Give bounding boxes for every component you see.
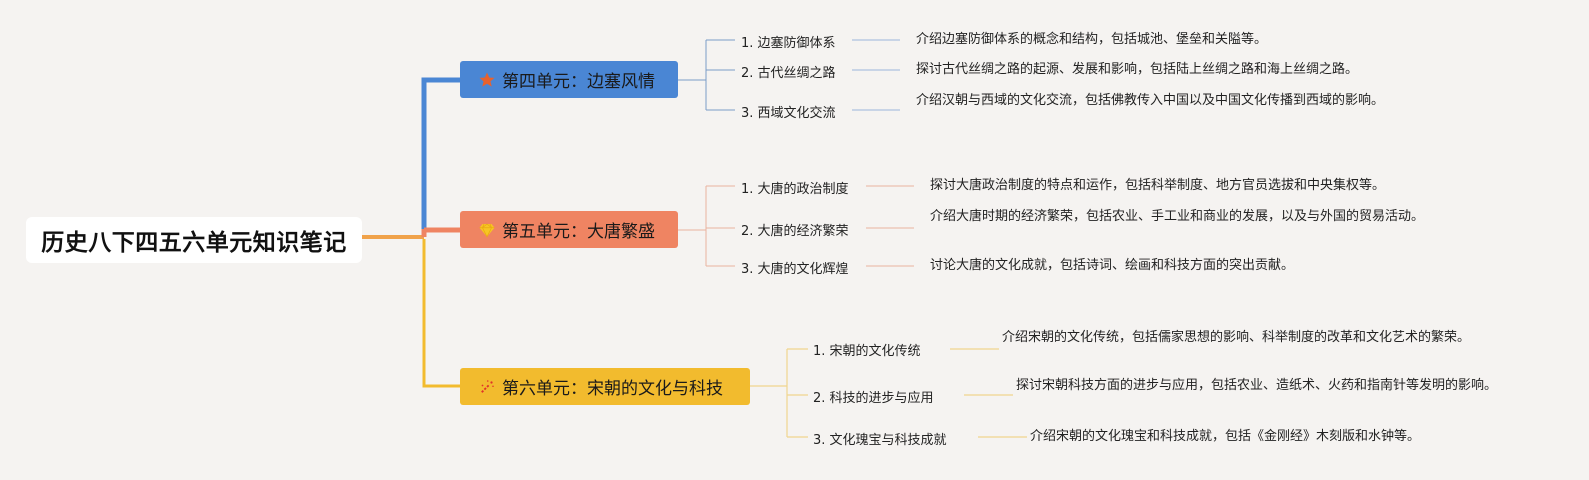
unit6-branch	[422, 239, 460, 388]
topic-node[interactable]: 2. 科技的进步与应用	[813, 391, 934, 406]
topic-description[interactable]: 介绍宋朝的文化传统，包括儒家思想的影响、科举制度的改革和文化艺术的繁荣。	[1002, 330, 1471, 345]
topic-node[interactable]: 2. 古代丝绸之路	[741, 66, 836, 81]
unit5-topic-connectors	[678, 185, 914, 267]
unit-node-4[interactable]: 第四单元：边塞风情	[460, 61, 678, 98]
topic-node[interactable]: 1. 大唐的政治制度	[741, 182, 849, 197]
unit-label: 第五单元：大唐繁盛	[502, 222, 655, 242]
topic-node[interactable]: 1. 宋朝的文化传统	[813, 344, 921, 359]
star-icon	[478, 71, 496, 89]
unit-label: 第六单元：宋朝的文化与科技	[502, 379, 723, 399]
root-title: 历史八下四五六单元知识笔记	[41, 230, 347, 256]
topic-description[interactable]: 介绍汉朝与西域的文化交流，包括佛教传入中国以及中国文化传播到西域的影响。	[916, 93, 1385, 108]
topic-node[interactable]: 3. 文化瑰宝与科技成就	[813, 433, 947, 448]
topic-node[interactable]: 1. 边塞防御体系	[741, 36, 836, 51]
topic-description[interactable]: 探讨大唐政治制度的特点和运作，包括科举制度、地方官员选拔和中央集权等。	[930, 178, 1386, 193]
topic-node[interactable]: 2. 大唐的经济繁荣	[741, 224, 849, 239]
unit4-topic-connectors	[678, 39, 900, 111]
topic-description[interactable]: 介绍边塞防御体系的概念和结构，包括城池、堡垒和关隘等。	[916, 32, 1268, 47]
magic-wand-icon	[478, 378, 496, 396]
unit-node-5[interactable]: 第五单元：大唐繁盛	[460, 211, 678, 248]
topic-node[interactable]: 3. 大唐的文化辉煌	[741, 262, 849, 277]
topic-description[interactable]: 探讨宋朝科技方面的进步与应用，包括农业、造纸术、火药和指南针等发明的影响。	[1016, 378, 1498, 393]
unit-label: 第四单元：边塞风情	[502, 72, 655, 92]
root-node[interactable]: 历史八下四五六单元知识笔记	[26, 217, 362, 263]
topic-description[interactable]: 介绍宋朝的文化瑰宝和科技成就，包括《金刚经》木刻版和水钟等。	[1030, 429, 1421, 444]
unit6-topic-connectors	[750, 348, 1027, 438]
diamond-icon	[478, 221, 496, 239]
unit-node-6[interactable]: 第六单元：宋朝的文化与科技	[460, 368, 750, 405]
topic-node[interactable]: 3. 西域文化交流	[741, 106, 836, 121]
topic-description[interactable]: 讨论大唐的文化成就，包括诗词、绘画和科技方面的突出贡献。	[930, 258, 1295, 273]
topic-description[interactable]: 介绍大唐时期的经济繁荣，包括农业、手工业和商业的发展，以及与外国的贸易活动。	[930, 209, 1425, 224]
unit4-branch	[421, 77, 460, 235]
topic-description[interactable]: 探讨古代丝绸之路的起源、发展和影响，包括陆上丝绸之路和海上丝绸之路。	[916, 62, 1359, 77]
